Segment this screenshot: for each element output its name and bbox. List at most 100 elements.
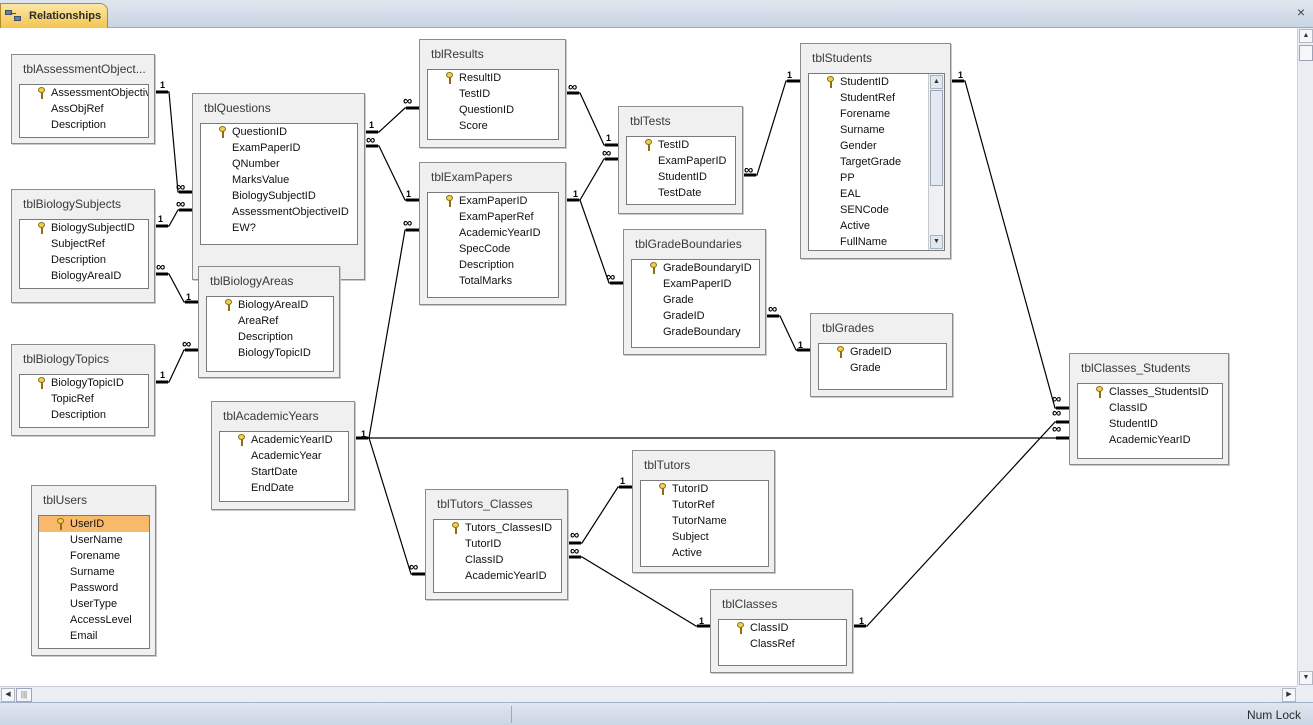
field-row[interactable]: Score bbox=[459, 120, 488, 132]
table-biology-topics[interactable]: tblBiologyTopics BiologyTopicID TopicRef… bbox=[11, 344, 155, 436]
table-users[interactable]: tblUsers UserID UserName Forename Surnam… bbox=[31, 485, 156, 656]
field-row[interactable]: Tutors_ClassesID bbox=[434, 520, 561, 536]
field-list-scrollbar[interactable]: ▲ ▼ bbox=[928, 74, 944, 250]
field-row[interactable]: AssessmentObjectiv bbox=[20, 85, 148, 101]
field-row[interactable]: Forename bbox=[70, 550, 121, 562]
relationships-canvas[interactable]: 1 ∞ 1 ∞ ∞ 1 1 ∞ 1 ∞ ∞ 1 ∞ 1 1 ∞ ∞ ∞ 1 ∞ … bbox=[0, 28, 1297, 686]
field-row-selected[interactable]: UserID bbox=[39, 516, 149, 532]
field-row[interactable]: Forename bbox=[840, 108, 891, 120]
field-row[interactable]: QuestionID bbox=[201, 124, 357, 140]
table-title[interactable]: tblBiologyTopics bbox=[23, 352, 110, 366]
table-title[interactable]: tblAcademicYears bbox=[223, 409, 319, 423]
field-row[interactable]: ClassRef bbox=[750, 638, 795, 650]
field-list[interactable]: TutorID TutorRef TutorName Subject Activ… bbox=[640, 480, 769, 567]
table-title[interactable]: tblAssessmentObject... bbox=[23, 62, 146, 76]
field-row[interactable]: GradeID bbox=[819, 344, 946, 360]
table-biology-areas[interactable]: tblBiologyAreas BiologyAreaID AreaRef De… bbox=[198, 266, 340, 378]
field-row[interactable]: AssObjRef bbox=[51, 103, 104, 115]
table-title[interactable]: tblExamPapers bbox=[431, 170, 513, 184]
field-row[interactable]: Description bbox=[238, 331, 294, 343]
table-grades[interactable]: tblGrades GradeID Grade bbox=[810, 313, 953, 397]
field-row[interactable]: QuestionID bbox=[459, 104, 515, 116]
field-row[interactable]: AcademicYear bbox=[251, 450, 322, 462]
table-exam-papers[interactable]: tblExamPapers ExamPaperID ExamPaperRef A… bbox=[419, 162, 566, 305]
field-row[interactable]: ExamPaperID bbox=[658, 155, 727, 167]
table-classes[interactable]: tblClasses ClassID ClassRef bbox=[710, 589, 853, 673]
field-row[interactable]: Description bbox=[51, 409, 107, 421]
field-row[interactable]: AreaRef bbox=[238, 315, 279, 327]
field-row[interactable]: Classes_StudentsID bbox=[1078, 384, 1222, 400]
field-row[interactable]: Email bbox=[70, 630, 98, 642]
field-row[interactable]: Description bbox=[51, 254, 107, 266]
table-tests[interactable]: tblTests TestID ExamPaperID StudentID Te… bbox=[618, 106, 743, 214]
field-list[interactable]: BiologyAreaID AreaRef Description Biolog… bbox=[206, 296, 334, 372]
field-list[interactable]: AssessmentObjectiv AssObjRef Description bbox=[19, 84, 149, 138]
table-title[interactable]: tblClasses bbox=[722, 597, 778, 611]
field-row[interactable]: Gender bbox=[840, 140, 877, 152]
table-title[interactable]: tblTutors bbox=[644, 458, 691, 472]
scroll-thumb[interactable]: ||| bbox=[16, 688, 32, 702]
field-list[interactable]: ExamPaperID ExamPaperRef AcademicYearID … bbox=[427, 192, 559, 298]
scroll-down-icon[interactable]: ▼ bbox=[1299, 671, 1313, 685]
field-row[interactable]: BiologyTopicID bbox=[238, 347, 311, 359]
field-row[interactable]: UserType bbox=[70, 598, 118, 610]
field-row[interactable]: TestID bbox=[627, 137, 735, 153]
scroll-left-icon[interactable]: ◀ bbox=[1, 688, 15, 702]
scroll-thumb[interactable] bbox=[1299, 45, 1313, 61]
horizontal-scrollbar[interactable]: ◀ ||| ▶ bbox=[0, 686, 1297, 702]
field-row[interactable]: TestID bbox=[459, 88, 491, 100]
field-row[interactable]: SpecCode bbox=[459, 243, 511, 255]
field-row[interactable]: BiologyAreaID bbox=[207, 297, 333, 313]
field-list[interactable]: ResultID TestID QuestionID Score bbox=[427, 69, 559, 140]
scroll-down-icon[interactable]: ▼ bbox=[930, 235, 943, 249]
field-row[interactable]: Description bbox=[51, 119, 107, 131]
vertical-scrollbar[interactable]: ▲ ▼ bbox=[1297, 28, 1313, 686]
field-row[interactable]: QNumber bbox=[232, 158, 280, 170]
field-list[interactable]: Classes_StudentsID ClassID StudentID Aca… bbox=[1077, 383, 1223, 459]
field-row[interactable]: BiologyAreaID bbox=[51, 270, 122, 282]
scroll-up-icon[interactable]: ▲ bbox=[1299, 29, 1313, 43]
field-row[interactable]: StartDate bbox=[251, 466, 298, 478]
table-grade-boundaries[interactable]: tblGradeBoundaries GradeBoundaryID ExamP… bbox=[623, 229, 766, 355]
field-row[interactable]: Surname bbox=[840, 124, 885, 136]
table-tutors-classes[interactable]: tblTutors_Classes Tutors_ClassesID Tutor… bbox=[425, 489, 568, 600]
scroll-thumb[interactable] bbox=[930, 90, 943, 186]
field-row[interactable]: AcademicYearID bbox=[220, 432, 348, 448]
field-row[interactable]: AssessmentObjectiveID bbox=[232, 206, 349, 218]
table-title[interactable]: tblUsers bbox=[43, 493, 88, 507]
field-row[interactable]: ResultID bbox=[428, 70, 558, 86]
field-row[interactable]: AcademicYearID bbox=[1109, 434, 1191, 446]
field-row[interactable]: BiologySubjectID bbox=[232, 190, 316, 202]
field-row[interactable]: StudentID bbox=[1109, 418, 1158, 430]
table-students[interactable]: tblStudents StudentID StudentRef Forenam… bbox=[800, 43, 951, 259]
close-icon[interactable]: × bbox=[1296, 4, 1305, 20]
field-row[interactable]: StudentID bbox=[658, 171, 707, 183]
field-row[interactable]: StudentRef bbox=[840, 92, 896, 104]
field-list[interactable]: ClassID ClassRef bbox=[718, 619, 847, 666]
field-row[interactable]: TargetGrade bbox=[840, 156, 902, 168]
field-list[interactable]: UserID UserName Forename Surname Passwor… bbox=[38, 515, 150, 649]
field-list[interactable]: Tutors_ClassesID TutorID ClassID Academi… bbox=[433, 519, 562, 593]
field-row[interactable]: ClassID bbox=[1109, 402, 1148, 414]
field-row[interactable]: TutorID bbox=[641, 481, 768, 497]
field-row[interactable]: EAL bbox=[840, 188, 861, 200]
table-biology-subjects[interactable]: tblBiologySubjects BiologySubjectID Subj… bbox=[11, 189, 155, 303]
field-row[interactable]: Active bbox=[672, 547, 702, 559]
field-row[interactable]: SENCode bbox=[840, 204, 889, 216]
field-row[interactable]: AcademicYearID bbox=[459, 227, 541, 239]
field-row[interactable]: ExamPaperRef bbox=[459, 211, 534, 223]
field-row[interactable]: BiologySubjectID bbox=[20, 220, 148, 236]
table-title[interactable]: tblGradeBoundaries bbox=[635, 237, 742, 251]
table-academic-years[interactable]: tblAcademicYears AcademicYearID Academic… bbox=[211, 401, 355, 510]
field-row[interactable]: Active bbox=[840, 220, 870, 232]
field-row[interactable]: ClassID bbox=[465, 554, 504, 566]
field-row[interactable]: Password bbox=[70, 582, 119, 594]
table-classes-students[interactable]: tblClasses_Students Classes_StudentsID C… bbox=[1069, 353, 1229, 465]
field-row[interactable]: FullName bbox=[840, 236, 888, 248]
field-row[interactable]: ExamPaperID bbox=[232, 142, 301, 154]
field-row[interactable]: TestDate bbox=[658, 187, 702, 199]
field-list[interactable]: GradeBoundaryID ExamPaperID Grade GradeI… bbox=[631, 259, 760, 348]
table-title[interactable]: tblClasses_Students bbox=[1081, 361, 1191, 375]
field-row[interactable]: TopicRef bbox=[51, 393, 94, 405]
field-row[interactable]: GradeBoundary bbox=[663, 326, 741, 338]
